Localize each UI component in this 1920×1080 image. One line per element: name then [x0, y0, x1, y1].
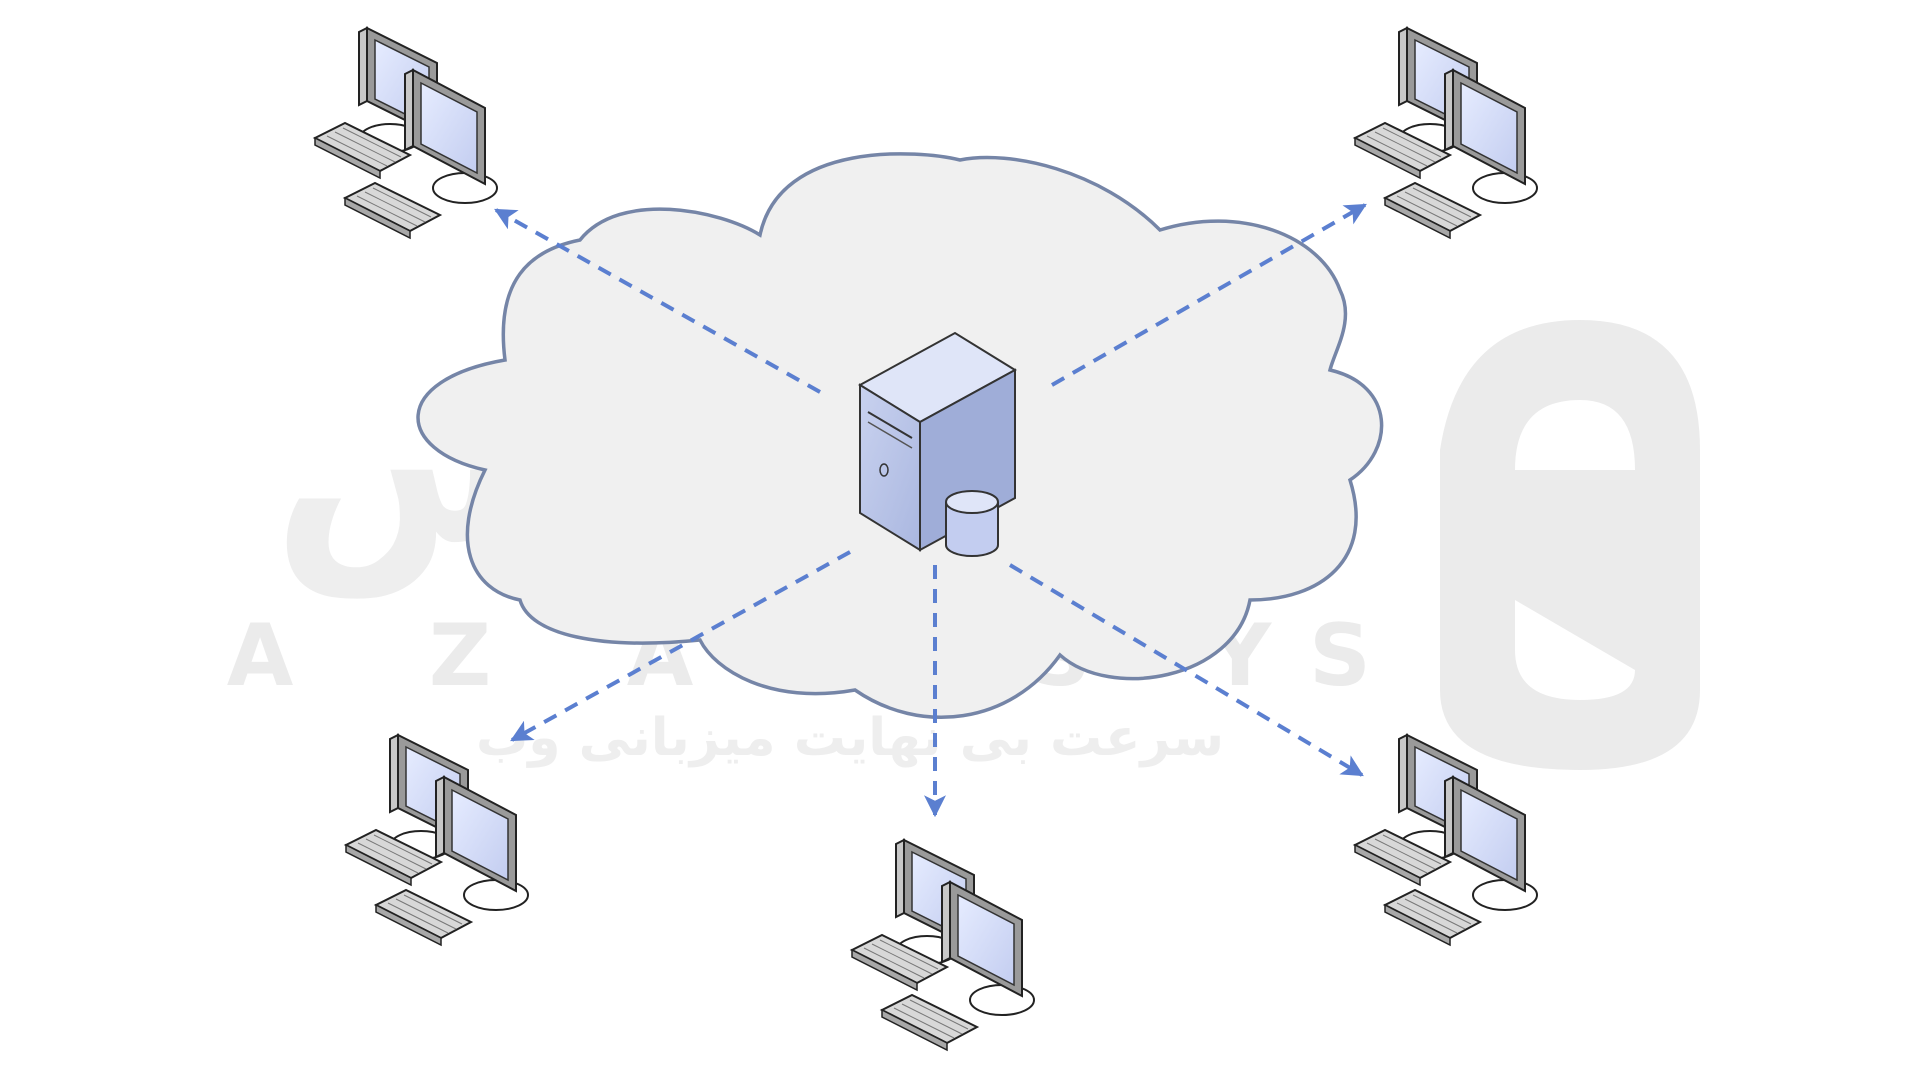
connections	[494, 203, 1367, 818]
watermark-letter: Z	[429, 606, 491, 706]
watermark-letter: A	[227, 606, 294, 706]
database-icon	[945, 490, 999, 557]
arrow-to-bottom-right	[1008, 563, 1364, 777]
arrow-to-top-right	[1051, 203, 1367, 387]
workstation-top-left-icon	[314, 27, 498, 239]
watermark-letter: S	[1309, 606, 1371, 706]
workstation-top-right-icon	[1354, 27, 1538, 239]
watermark-logo	[1440, 320, 1700, 770]
arrow-to-bottom-left	[510, 550, 851, 742]
server	[858, 331, 1017, 552]
workstation-bottom-center-icon	[851, 839, 1035, 1051]
watermark-tagline: سرعت بی نهایت میزبانی وب	[476, 708, 1224, 768]
workstation-bottom-right-icon	[1354, 734, 1538, 946]
arrow-to-top-left	[494, 208, 821, 394]
